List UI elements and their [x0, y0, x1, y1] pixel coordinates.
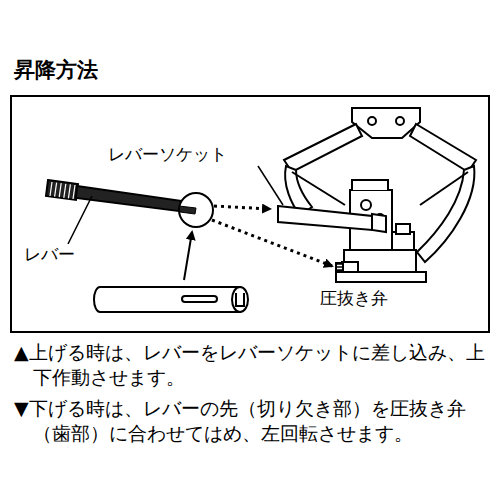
leader-line	[68, 196, 92, 244]
instruction-note: ▲上げる時は、レバーをレバーソケットに差し込み、上下作動させます。	[14, 340, 486, 390]
part-name: 圧抜き弁	[318, 288, 390, 308]
jack	[278, 108, 476, 282]
part-name: レバーソケット	[106, 144, 229, 164]
lever-tip-detail	[94, 287, 248, 312]
instruction-note: ▼下げる時は、レバーの先（切り欠き部）を圧抜き弁（歯部）に合わせてはめ、左回転さ…	[14, 396, 486, 446]
part-name: レバー	[22, 244, 77, 264]
leader-line	[258, 166, 283, 205]
insert-arrow	[214, 206, 270, 209]
lever	[46, 180, 213, 227]
frame	[11, 96, 489, 332]
diagram-title: 昇降方法	[14, 58, 98, 83]
detail-arrow	[184, 232, 192, 280]
valve-arrow	[212, 220, 332, 266]
